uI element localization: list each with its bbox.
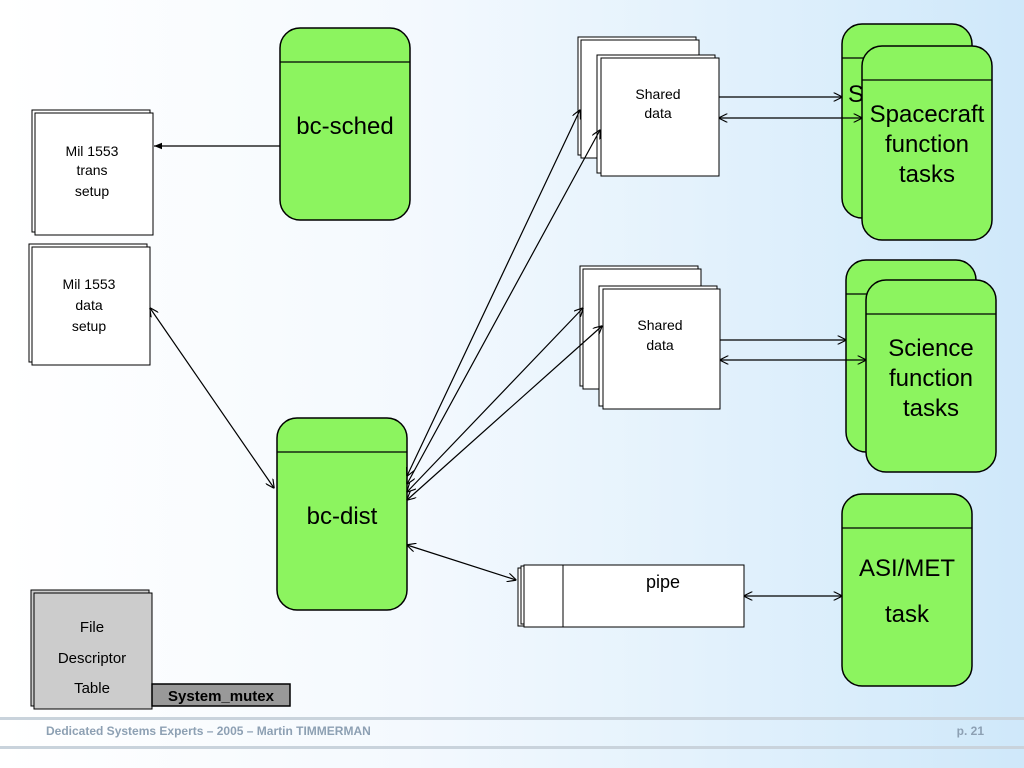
shared-data-1-line2: data [644,105,671,121]
asi-met-task: ASI/MET task [841,493,973,687]
footer-divider-bottom [0,746,1024,749]
asi-met-line2: task [885,601,930,628]
page-number: p. 21 [956,724,984,738]
mil1553-data-line1: Mil 1553 [63,276,116,292]
arrow-dist-shared2-b [407,326,602,500]
mil1553-data-line3: setup [72,318,106,334]
mil1553-data-doc: Mil 1553 data setup [28,243,151,366]
bc-sched-task: bc-sched [279,27,411,221]
bc-dist-label: bc-dist [307,503,378,530]
file-descriptor-table: File Descriptor Table [30,589,153,710]
asi-met-line1: ASI/MET [859,555,955,582]
science-line2: function [889,365,973,392]
spacecraft-line1: Spacecraft [870,101,985,128]
arrow-dist-shared2-a [407,308,583,492]
shared-data-2-line2: data [646,337,673,353]
shared-data-2-line1: Shared [637,317,682,333]
spacecraft-line3: tasks [899,161,955,188]
shared-data-2-doc: Shared data [579,265,721,410]
mil1553-trans-line2: trans [76,162,107,178]
pipe-label: pipe [646,572,680,592]
science-line1: Science [888,335,973,362]
pipe: pipe [517,564,745,628]
footer-credit: Dedicated Systems Experts – 2005 – Marti… [46,724,371,738]
file-descriptor-line2: Descriptor [58,650,126,667]
science-tasks: Science function tasks [845,259,997,473]
arrow-dist-shared1-b [407,130,600,484]
arrow-data-setup-dist [150,308,274,488]
arrow-dist-pipe [407,545,516,580]
spacecraft-back-label: S [848,81,864,108]
mil1553-trans-doc: Mil 1553 trans setup [31,109,154,236]
spacecraft-line2: function [885,131,969,158]
arrow-dist-shared1-a [407,110,580,476]
file-descriptor-line3: Table [74,680,110,697]
system-mutex-label: System_mutex [168,688,275,705]
system-mutex: System_mutex [151,683,291,707]
bc-dist-task: bc-dist [276,417,408,611]
file-descriptor-line1: File [80,619,104,636]
science-line3: tasks [903,395,959,422]
mil1553-trans-line1: Mil 1553 [66,143,119,159]
shared-data-1-line1: Shared [635,86,680,102]
connector-arrows [150,97,866,596]
mil1553-data-line2: data [75,297,102,313]
bc-sched-label: bc-sched [296,113,393,140]
footer-divider-top [0,717,1024,720]
shared-data-1-doc: Shared data [577,36,720,177]
mil1553-trans-line3: setup [75,183,109,199]
spacecraft-tasks: S Spacecraft function tasks [841,23,993,241]
